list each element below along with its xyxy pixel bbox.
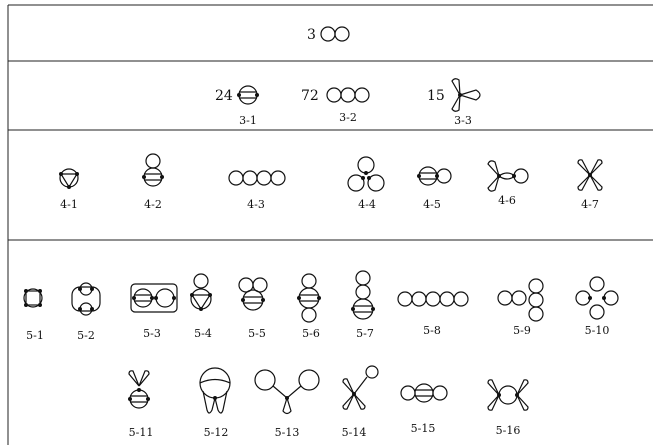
row-order4: 24 3-1 72 3-2 15 3-3 [215,78,481,127]
label-5-15: 5-15 [411,422,436,435]
diagram-3-1 [237,85,259,105]
diagram-5-13 [254,369,320,415]
diagram-3-3 [451,78,481,112]
label-5-4: 5-4 [194,327,212,340]
prefactor-3-3: 15 [427,88,445,104]
label-5-3: 5-3 [143,327,161,340]
label-5-6: 5-6 [302,327,320,340]
diagram-5-10 [575,276,619,320]
diagram-5-11 [128,370,150,409]
diagram-4-2 [142,153,164,187]
label-5-16: 5-16 [496,424,521,437]
prefactor-3-1: 24 [215,88,233,104]
diagram-5-15 [400,383,448,403]
label-4-2: 4-2 [144,198,162,211]
diagram-5-9 [497,278,544,322]
prefactor-3-2: 72 [301,88,319,104]
diagram-5-2 [71,282,101,316]
diagram-5-5 [238,277,268,311]
label-5-12: 5-12 [204,426,229,439]
label-3-3: 3-3 [454,114,472,127]
row-order3: 3 [307,26,350,43]
diagram-4-7 [577,159,603,191]
diagram-5-12 [199,367,231,414]
diagram-5-4 [190,273,212,311]
label-4-3: 4-3 [247,198,265,211]
label-5-2: 5-2 [77,329,95,342]
diagram-5-7 [351,270,375,320]
label-4-6: 4-6 [498,194,516,207]
label-5-5: 5-5 [248,327,266,340]
diagram-4-3 [228,170,286,186]
diagram-5-14 [342,365,379,410]
diagram-4-6 [487,160,529,192]
row-order5: 4-1 4-2 4-3 4-4 [59,153,603,211]
row-order6: 5-1 5-2 5-3 [23,270,619,439]
diagram-5-1 [23,288,43,308]
diagram-5-3 [130,283,178,313]
label-5-10: 5-10 [585,324,610,337]
diagram-5-8 [397,291,469,307]
diagram-4-1 [59,168,79,189]
label-3-1: 3-1 [239,114,257,127]
label-3-2: 3-2 [339,111,357,124]
label-5-14: 5-14 [342,426,367,439]
label-5-8: 5-8 [423,324,441,337]
label-4-4: 4-4 [358,198,376,211]
label-5-9: 5-9 [513,324,531,337]
label-5-7: 5-7 [356,327,374,340]
diagram-double-bubble [320,26,350,42]
diagram-4-4 [347,156,385,192]
diagram-5-6 [297,273,321,323]
diagram-3-2 [326,87,370,103]
label-5-1: 5-1 [26,329,44,342]
diagram-4-5 [417,166,452,186]
label-5-11: 5-11 [129,426,154,439]
diagram-5-16 [487,379,529,411]
label-4-1: 4-1 [60,198,78,211]
label-5-13: 5-13 [275,426,300,439]
prefactor-row1: 3 [307,27,316,43]
label-4-7: 4-7 [581,198,599,211]
label-4-5: 4-5 [423,198,441,211]
